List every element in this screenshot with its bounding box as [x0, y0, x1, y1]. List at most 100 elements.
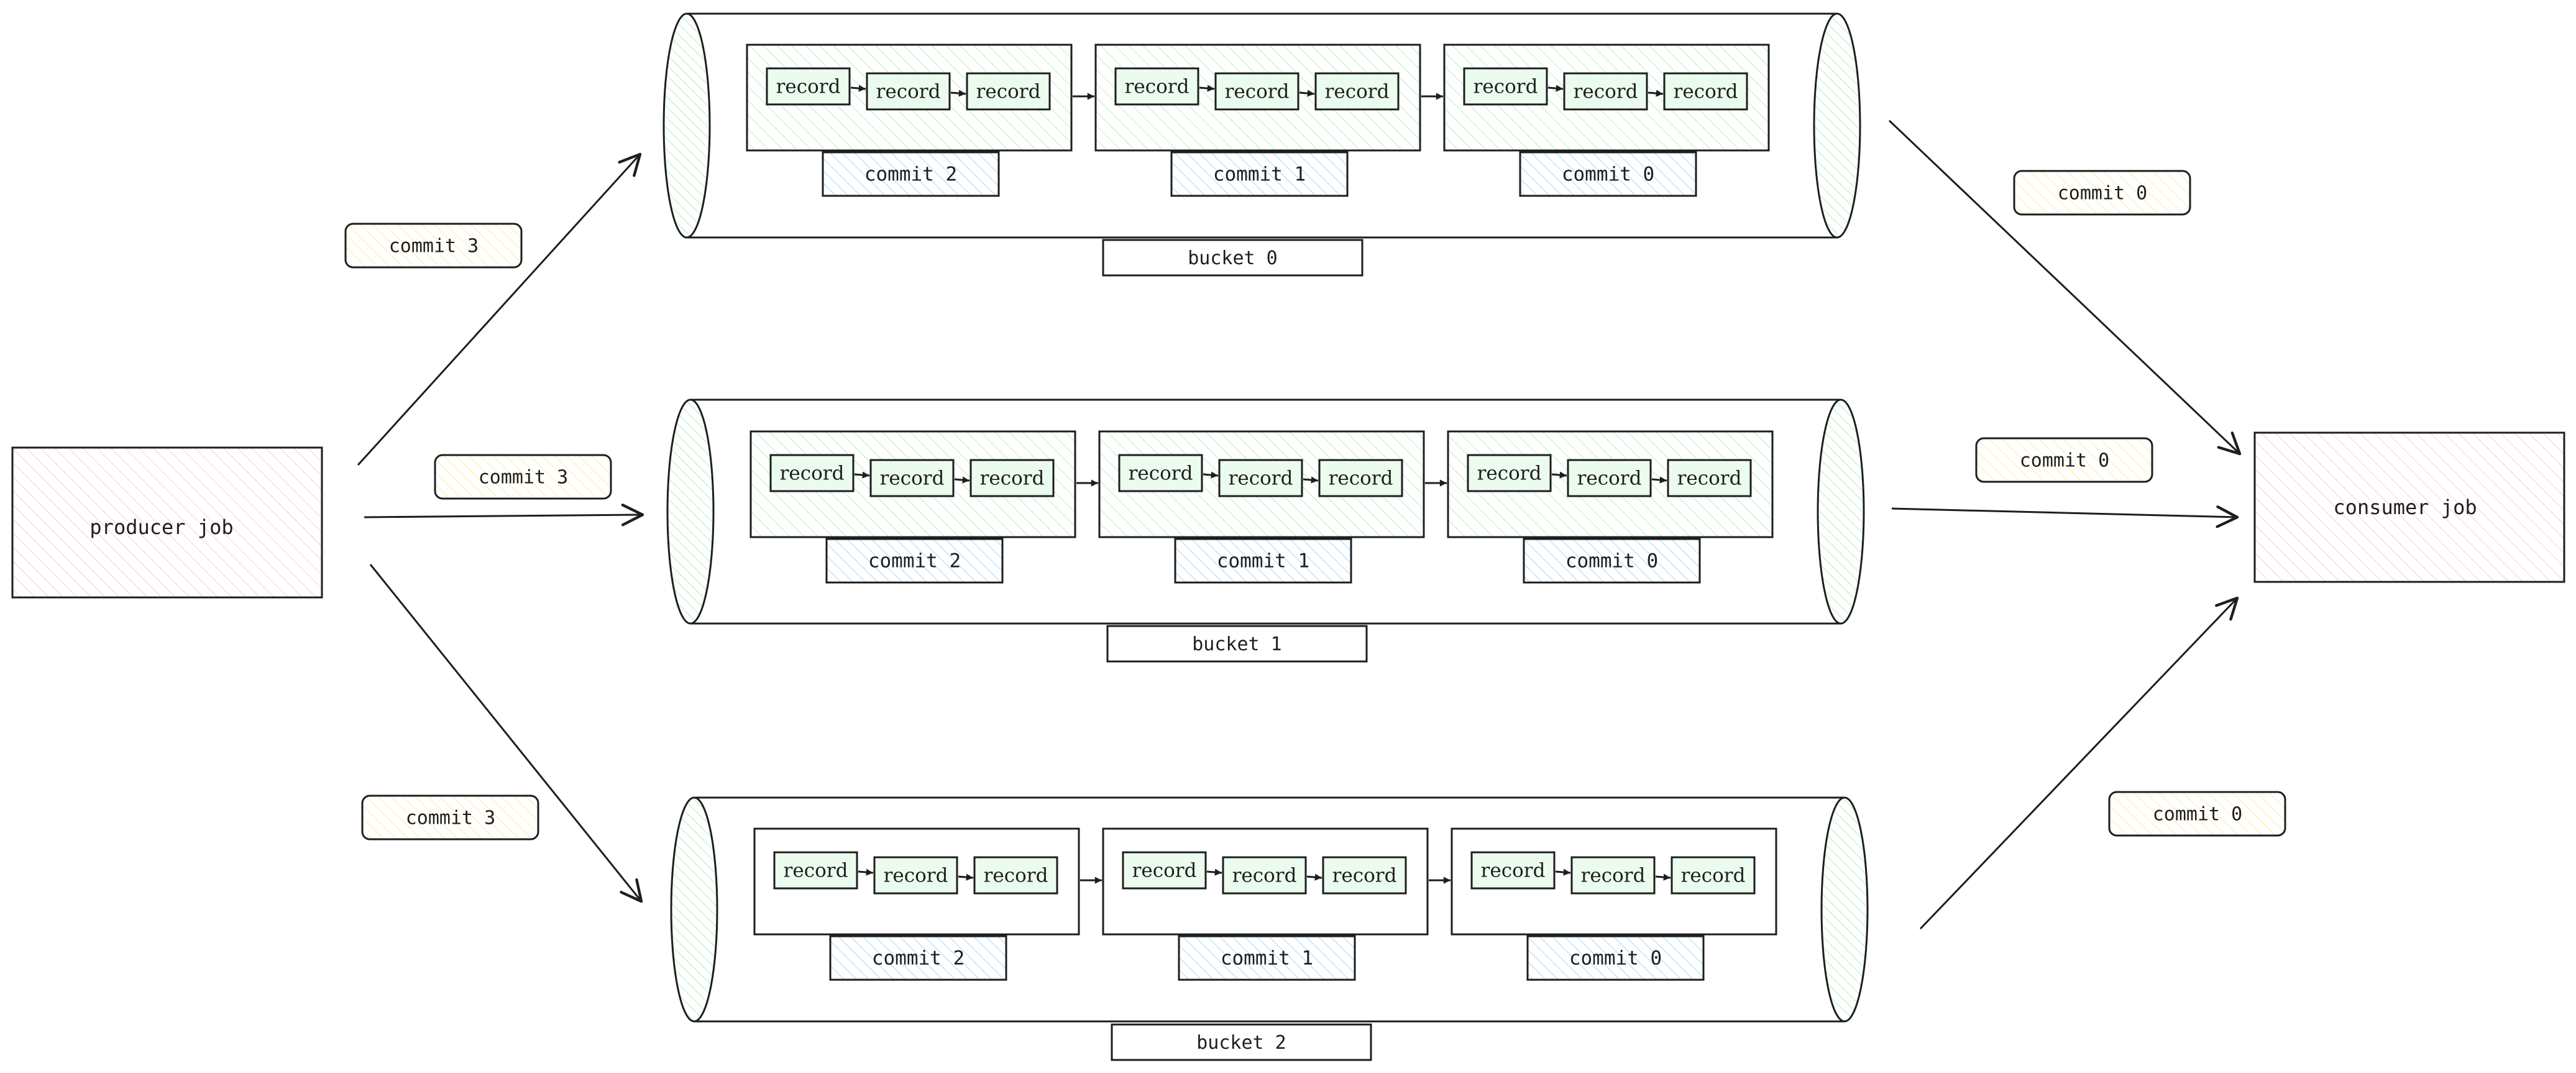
record-link-arrow — [858, 868, 874, 876]
commit-pill-out-2: commit 0 — [2108, 791, 2286, 837]
record-box: record — [1667, 459, 1752, 497]
record-label: record — [1325, 81, 1390, 103]
record-box: record — [1671, 856, 1756, 895]
record-label: record — [1232, 865, 1297, 887]
commit-segment: record record record commit 0 — [1447, 430, 1774, 584]
commit-label: commit 0 — [1523, 538, 1701, 584]
commit-label: commit 2 — [825, 538, 1004, 584]
producer-job-label: producer job — [89, 515, 233, 539]
consumer-job[interactable]: consumer job — [2253, 431, 2565, 583]
record-box: record — [1114, 67, 1199, 106]
commit-label: commit 2 — [829, 935, 1007, 981]
record-box: record — [769, 454, 855, 492]
cylinder-left-cap — [670, 796, 718, 1023]
record-label: record — [776, 76, 841, 98]
record-label: record — [880, 467, 945, 490]
record-box: record — [973, 856, 1058, 895]
cylinder-right-cap — [1817, 398, 1865, 625]
record-link-arrow — [1306, 873, 1322, 881]
bucket-label: bucket 2 — [1111, 1023, 1372, 1061]
record-box: record — [1470, 851, 1556, 890]
record-box: record — [1214, 72, 1299, 111]
record-label: record — [1332, 865, 1397, 887]
record-label: record — [1581, 865, 1646, 887]
record-box: record — [1222, 856, 1307, 895]
record-label: record — [1477, 463, 1542, 485]
bucket-label: bucket 1 — [1106, 625, 1368, 663]
record-label: record — [876, 81, 941, 103]
record-link-arrow — [1203, 471, 1219, 479]
record-link-arrow — [1555, 868, 1571, 876]
cylinder-left-cap — [666, 398, 715, 625]
record-box: record — [1218, 459, 1303, 497]
record-link-arrow — [1551, 471, 1567, 479]
commit-segment: record record record commit 2 — [746, 44, 1073, 197]
record-link-arrow — [958, 873, 974, 881]
record-label: record — [1229, 467, 1293, 490]
consumer-job-label: consumer job — [2333, 495, 2477, 519]
commit-segment: record record record commit 2 — [749, 430, 1076, 584]
record-link-arrow — [1199, 85, 1215, 92]
record-box: record — [969, 459, 1055, 497]
record-label: record — [1474, 76, 1538, 98]
arrow-from-bucket-1 — [1891, 505, 2239, 528]
bucket-label: bucket 0 — [1102, 239, 1364, 277]
record-label: record — [1132, 860, 1197, 882]
record-box: record — [1467, 454, 1552, 492]
commit-segment: record record record commit 1 — [1094, 44, 1421, 197]
record-box: record — [1318, 459, 1403, 497]
commit-pill-label: commit 3 — [479, 467, 569, 489]
record-link-arrow — [954, 476, 970, 484]
commit-label: commit 1 — [1174, 538, 1352, 584]
commit-name: commit 0 — [1569, 947, 1662, 970]
record-link-arrow — [1648, 90, 1664, 97]
bucket-name: bucket 1 — [1192, 633, 1282, 655]
cylinder-left-cap — [662, 12, 711, 239]
commit-name: commit 2 — [868, 550, 961, 573]
record-link-arrow — [950, 90, 966, 97]
bucket-name: bucket 0 — [1188, 247, 1278, 269]
record-box: record — [1563, 72, 1648, 111]
commit-pill-label: commit 3 — [406, 808, 496, 829]
record-label: record — [780, 463, 845, 485]
bucket-name: bucket 2 — [1196, 1032, 1286, 1054]
commit-pill-label: commit 3 — [389, 236, 479, 257]
record-box: record — [1570, 856, 1656, 895]
record-label: record — [1577, 467, 1642, 490]
commit-name: commit 0 — [1565, 550, 1658, 573]
record-link-arrow — [1547, 85, 1564, 92]
record-label: record — [1225, 81, 1290, 103]
record-label: record — [984, 865, 1048, 887]
record-box: record — [966, 72, 1051, 111]
commit-name: commit 2 — [872, 947, 965, 970]
record-label: record — [1674, 81, 1738, 103]
commit-name: commit 1 — [1217, 550, 1309, 573]
record-label: record — [1481, 860, 1546, 882]
commit-name: commit 1 — [1221, 947, 1313, 970]
arrow-to-bucket-0 — [357, 152, 642, 466]
record-link-arrow — [854, 471, 870, 479]
record-box: record — [766, 67, 851, 106]
commit-label: commit 0 — [1519, 151, 1697, 197]
commit-name: commit 1 — [1213, 163, 1306, 186]
record-label: record — [980, 467, 1045, 490]
record-link-arrow — [1206, 868, 1222, 876]
arrow-from-bucket-2 — [1919, 596, 2239, 930]
commit-segment: record record record commit 0 — [1451, 827, 1777, 981]
arrow-from-bucket-0 — [1888, 119, 2242, 456]
commit-label: commit 2 — [822, 151, 1000, 197]
record-box: record — [873, 856, 958, 895]
producer-job[interactable]: producer job — [11, 446, 323, 599]
commit-name: commit 0 — [1562, 163, 1654, 186]
record-link-arrow — [1303, 476, 1319, 484]
record-label: record — [884, 865, 948, 887]
commit-label: commit 1 — [1178, 935, 1356, 981]
record-box: record — [1463, 67, 1548, 106]
commit-pill-in-0: commit 3 — [344, 223, 523, 269]
